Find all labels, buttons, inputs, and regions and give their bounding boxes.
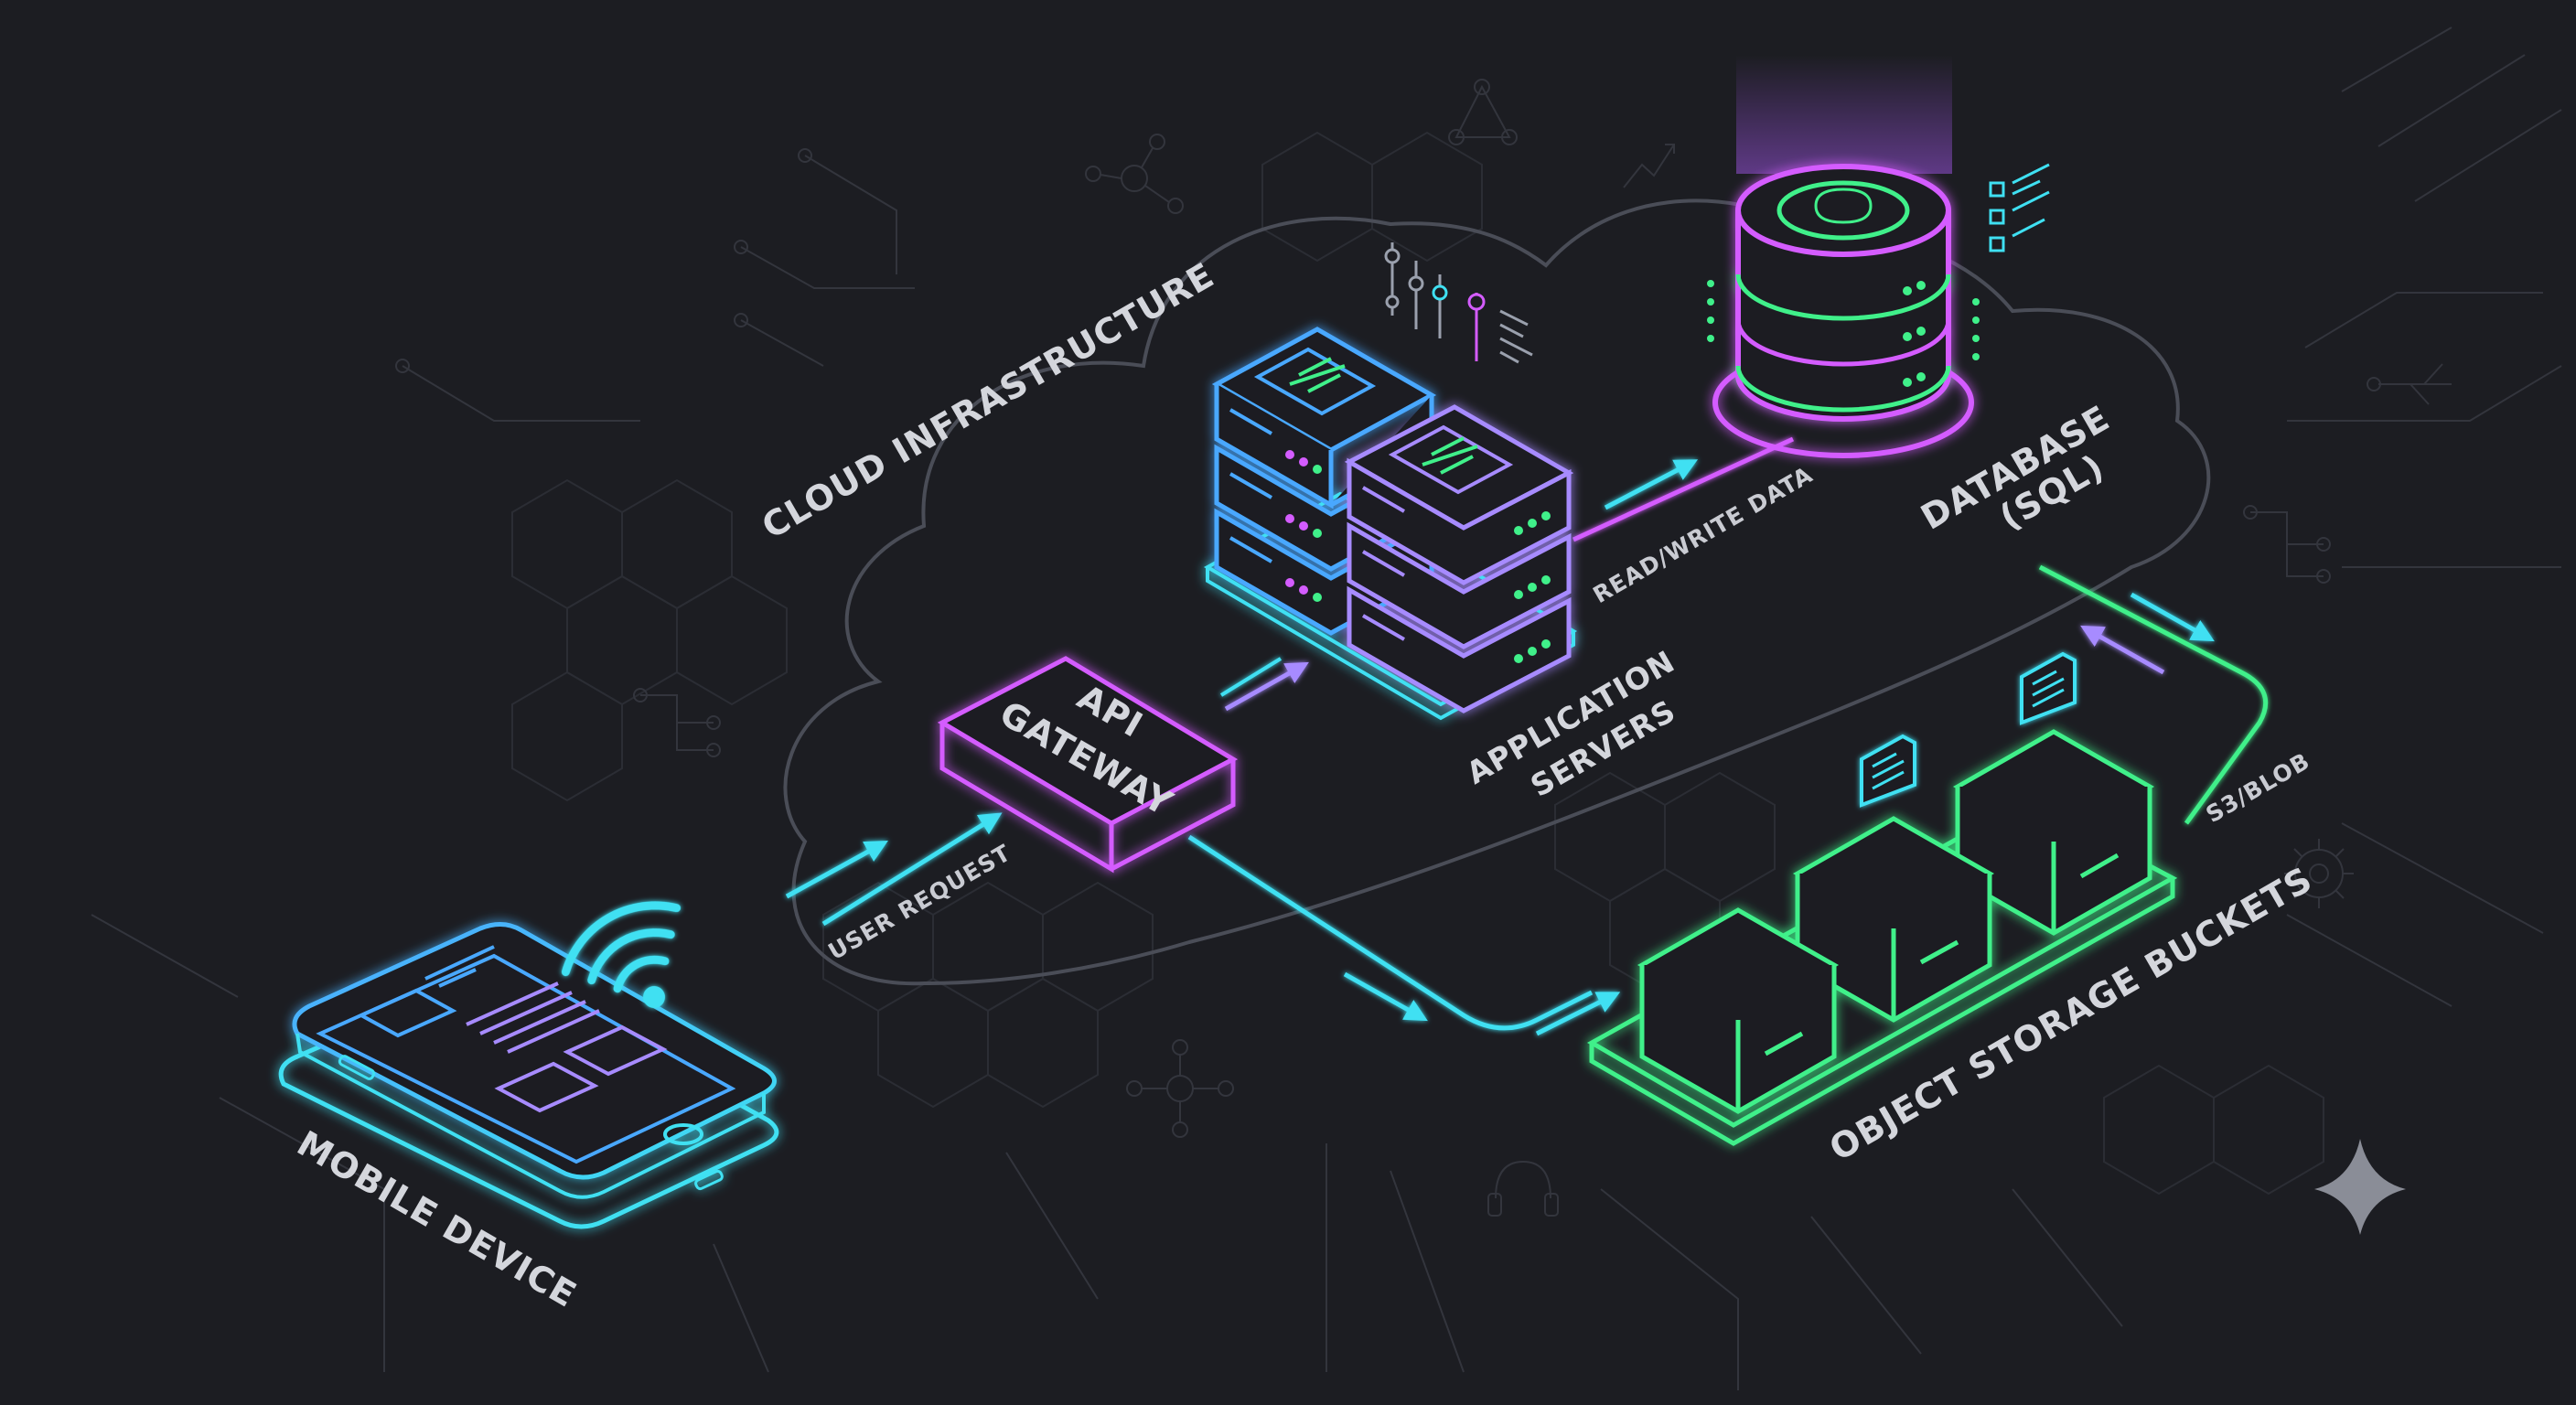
- background-node-icons: [633, 79, 2452, 1217]
- read-write-arrow: [1604, 459, 1699, 510]
- database-light-beam: [1736, 55, 1952, 174]
- s3-down-arrow: [2130, 592, 2215, 642]
- request-arrow-2: [821, 812, 1003, 927]
- storage-box-icon: [1637, 907, 1840, 1114]
- network-node-icon: [1085, 134, 1184, 214]
- control-sliders-icon: [1384, 242, 1533, 364]
- database-cylinder-icon: [1712, 164, 1974, 458]
- triangle-graph-icon: [1448, 79, 1518, 145]
- usb-icon: [2367, 363, 2452, 405]
- circuit-branch-icon: [2243, 505, 2331, 584]
- storage-box-icon: [1952, 729, 2155, 936]
- checklist-icon: [1989, 163, 2050, 252]
- sparkle-star-icon: [2314, 1139, 2406, 1235]
- server-rack-icon: [1344, 404, 1574, 713]
- connector-lines: [1187, 436, 2269, 1031]
- gear-icon: [2284, 839, 2354, 908]
- to-storage-arrow: [1343, 971, 1428, 1022]
- background-circuit-lines: [91, 27, 2562, 1390]
- into-storage-arrow: [1535, 992, 1621, 1036]
- object-storage-buckets: [1586, 729, 2178, 1146]
- network-node-icon: [1126, 1039, 1234, 1138]
- document-icon: [1860, 734, 1916, 808]
- read-write-label: READ/WRITE DATA: [1589, 461, 1818, 608]
- circuit-branch-icon: [633, 688, 721, 757]
- storage-box-icon: [1792, 816, 1995, 1023]
- gateway-to-servers-arrow: [1224, 661, 1309, 712]
- application-servers: [1203, 327, 1578, 721]
- mobile-device: [278, 922, 779, 1229]
- headset-icon: [1487, 1160, 1559, 1217]
- request-arrow-1: [785, 840, 888, 899]
- flow-arrows: [785, 459, 2215, 1036]
- database-side-dots: [1707, 280, 1980, 360]
- document-icon: [2020, 651, 2077, 725]
- mobile-phone-icon: [292, 922, 777, 1180]
- s3-blob-label: S3/BLOB: [2202, 747, 2315, 828]
- wifi-signal-icon: [561, 901, 682, 1008]
- s3-up-arrow: [2080, 625, 2165, 675]
- trend-line-icon: [1623, 144, 1675, 188]
- api-gateway: [937, 656, 1239, 874]
- cloud-infrastructure-label: CLOUD INFRASTRUCTURE: [756, 254, 1221, 546]
